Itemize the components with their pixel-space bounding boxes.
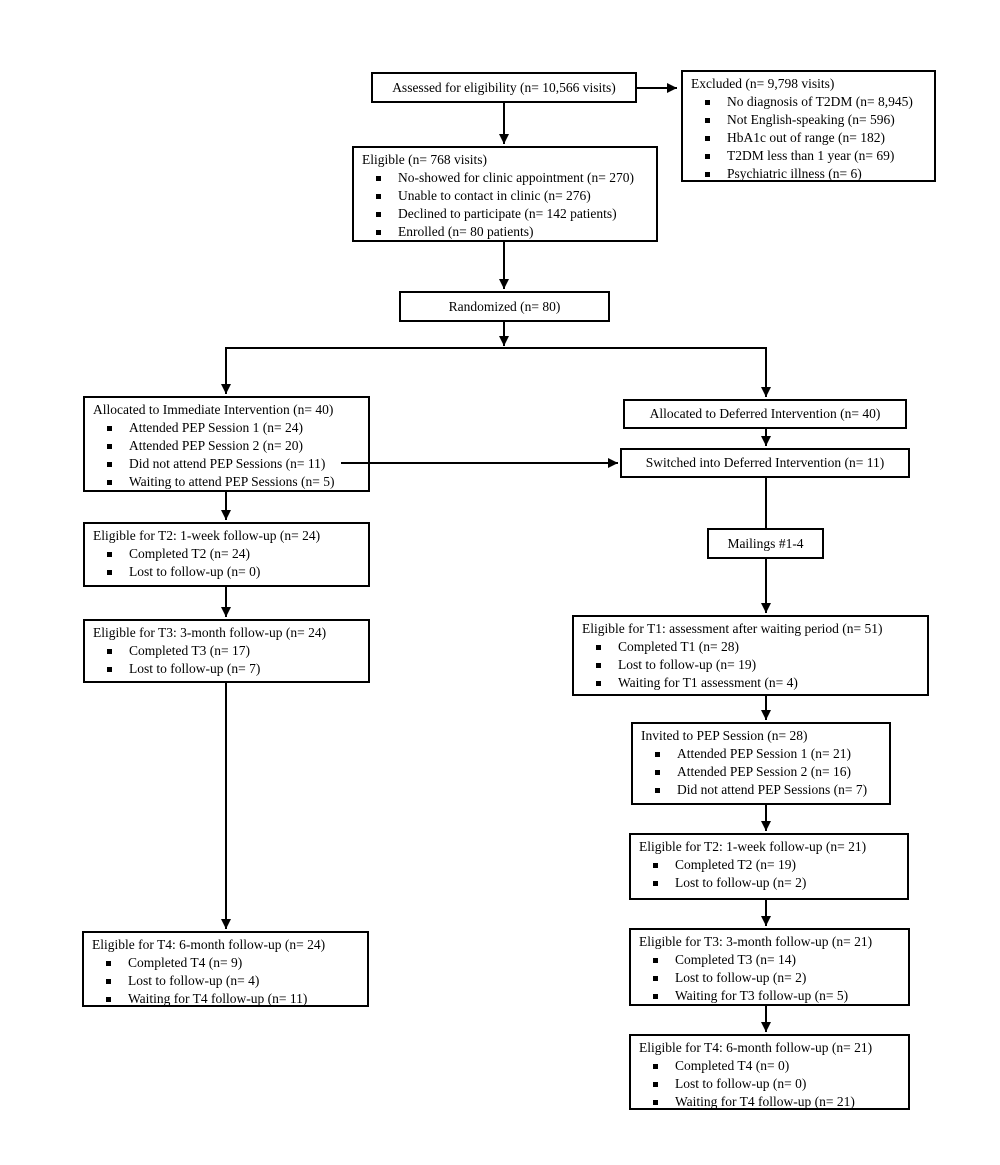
allocated-deferred-title: Allocated to Deferred Intervention (n= 4… (649, 406, 881, 421)
deferred-t4-box: Eligible for T4: 6-month follow-up (n= 2… (629, 1034, 910, 1110)
invited-pep-box: Invited to PEP Session (n= 28) Attended … (631, 722, 891, 805)
eligible-item: Enrolled (n= 80 patients) (360, 223, 650, 241)
invited-pep-item: Did not attend PEP Sessions (n= 7) (639, 781, 883, 799)
allocated-immediate-list: Attended PEP Session 1 (n= 24) Attended … (91, 419, 362, 491)
excluded-box: Excluded (n= 9,798 visits) No diagnosis … (681, 70, 936, 182)
eligible-item: Unable to contact in clinic (n= 276) (360, 187, 650, 205)
deferred-t4-title: Eligible for T4: 6-month follow-up (n= 2… (639, 1040, 873, 1055)
mailings-box: Mailings #1-4 (707, 528, 824, 559)
deferred-t1-box: Eligible for T1: assessment after waitin… (572, 615, 929, 696)
deferred-t3-box: Eligible for T3: 3-month follow-up (n= 2… (629, 928, 910, 1006)
randomized-title: Randomized (n= 80) (448, 298, 561, 314)
deferred-t2-item: Lost to follow-up (n= 2) (637, 874, 901, 892)
eligible-item: Declined to participate (n= 142 patients… (360, 205, 650, 223)
excluded-item: T2DM less than 1 year (n= 69) (689, 147, 928, 165)
excluded-list: No diagnosis of T2DM (n= 8,945) Not Engl… (689, 93, 928, 183)
allocated-immediate-item: Waiting to attend PEP Sessions (n= 5) (91, 473, 362, 491)
deferred-t4-item: Lost to follow-up (n= 0) (637, 1075, 902, 1093)
deferred-t2-item: Completed T2 (n= 19) (637, 856, 901, 874)
allocated-immediate-item: Did not attend PEP Sessions (n= 11) (91, 455, 362, 473)
eligible-box: Eligible (n= 768 visits) No-showed for c… (352, 146, 658, 242)
eligible-list: No-showed for clinic appointment (n= 270… (360, 169, 650, 241)
allocated-immediate-box: Allocated to Immediate Intervention (n= … (83, 396, 370, 492)
immediate-t4-item: Lost to follow-up (n= 4) (90, 972, 361, 990)
immediate-t3-item: Completed T3 (n= 17) (91, 642, 362, 660)
invited-pep-list: Attended PEP Session 1 (n= 21) Attended … (639, 745, 883, 799)
switched-deferred-title: Switched into Deferred Intervention (n= … (645, 455, 885, 470)
deferred-t4-list: Completed T4 (n= 0) Lost to follow-up (n… (637, 1057, 902, 1111)
invited-pep-item: Attended PEP Session 1 (n= 21) (639, 745, 883, 763)
allocated-immediate-item: Attended PEP Session 1 (n= 24) (91, 419, 362, 437)
excluded-item: HbA1c out of range (n= 182) (689, 129, 928, 147)
excluded-item: No diagnosis of T2DM (n= 8,945) (689, 93, 928, 111)
immediate-t2-item: Completed T2 (n= 24) (91, 545, 362, 563)
immediate-t2-item: Lost to follow-up (n= 0) (91, 563, 362, 581)
deferred-t2-list: Completed T2 (n= 19) Lost to follow-up (… (637, 856, 901, 892)
immediate-t3-title: Eligible for T3: 3-month follow-up (n= 2… (93, 625, 327, 640)
excluded-item: Psychiatric illness (n= 6) (689, 165, 928, 183)
eligible-title: Eligible (n= 768 visits) (362, 152, 487, 167)
deferred-t3-item: Completed T3 (n= 14) (637, 951, 902, 969)
allocated-deferred-box: Allocated to Deferred Intervention (n= 4… (623, 399, 907, 429)
deferred-t1-item: Completed T1 (n= 28) (580, 638, 921, 656)
assessed-title: Assessed for eligibility (n= 10,566 visi… (392, 79, 616, 95)
invited-pep-title: Invited to PEP Session (n= 28) (641, 728, 808, 743)
immediate-t4-box: Eligible for T4: 6-month follow-up (n= 2… (82, 931, 369, 1007)
immediate-t4-title: Eligible for T4: 6-month follow-up (n= 2… (92, 937, 326, 952)
immediate-t4-item: Completed T4 (n= 9) (90, 954, 361, 972)
immediate-t3-list: Completed T3 (n= 17) Lost to follow-up (… (91, 642, 362, 678)
deferred-t1-title: Eligible for T1: assessment after waitin… (582, 621, 883, 636)
assessed-box: Assessed for eligibility (n= 10,566 visi… (371, 72, 637, 103)
deferred-t3-item: Waiting for T3 follow-up (n= 5) (637, 987, 902, 1005)
deferred-t3-item: Lost to follow-up (n= 2) (637, 969, 902, 987)
deferred-t1-item: Waiting for T1 assessment (n= 4) (580, 674, 921, 692)
switched-deferred-box: Switched into Deferred Intervention (n= … (620, 448, 910, 478)
immediate-t4-item: Waiting for T4 follow-up (n= 11) (90, 990, 361, 1008)
excluded-title: Excluded (n= 9,798 visits) (691, 76, 835, 91)
immediate-t4-list: Completed T4 (n= 9) Lost to follow-up (n… (90, 954, 361, 1008)
eligible-item: No-showed for clinic appointment (n= 270… (360, 169, 650, 187)
deferred-t4-item: Waiting for T4 follow-up (n= 21) (637, 1093, 902, 1111)
deferred-t3-list: Completed T3 (n= 14) Lost to follow-up (… (637, 951, 902, 1005)
excluded-item: Not English-speaking (n= 596) (689, 111, 928, 129)
immediate-t3-item: Lost to follow-up (n= 7) (91, 660, 362, 678)
invited-pep-item: Attended PEP Session 2 (n= 16) (639, 763, 883, 781)
allocated-immediate-item: Attended PEP Session 2 (n= 20) (91, 437, 362, 455)
immediate-t2-title: Eligible for T2: 1-week follow-up (n= 24… (93, 528, 321, 543)
deferred-t1-list: Completed T1 (n= 28) Lost to follow-up (… (580, 638, 921, 692)
allocated-immediate-title: Allocated to Immediate Intervention (n= … (93, 402, 334, 417)
deferred-t4-item: Completed T4 (n= 0) (637, 1057, 902, 1075)
deferred-t3-title: Eligible for T3: 3-month follow-up (n= 2… (639, 934, 873, 949)
immediate-t3-box: Eligible for T3: 3-month follow-up (n= 2… (83, 619, 370, 683)
randomized-box: Randomized (n= 80) (399, 291, 610, 322)
mailings-title: Mailings #1-4 (727, 535, 804, 551)
immediate-t2-box: Eligible for T2: 1-week follow-up (n= 24… (83, 522, 370, 587)
immediate-t2-list: Completed T2 (n= 24) Lost to follow-up (… (91, 545, 362, 581)
deferred-t1-item: Lost to follow-up (n= 19) (580, 656, 921, 674)
deferred-t2-box: Eligible for T2: 1-week follow-up (n= 21… (629, 833, 909, 900)
deferred-t2-title: Eligible for T2: 1-week follow-up (n= 21… (639, 839, 867, 854)
